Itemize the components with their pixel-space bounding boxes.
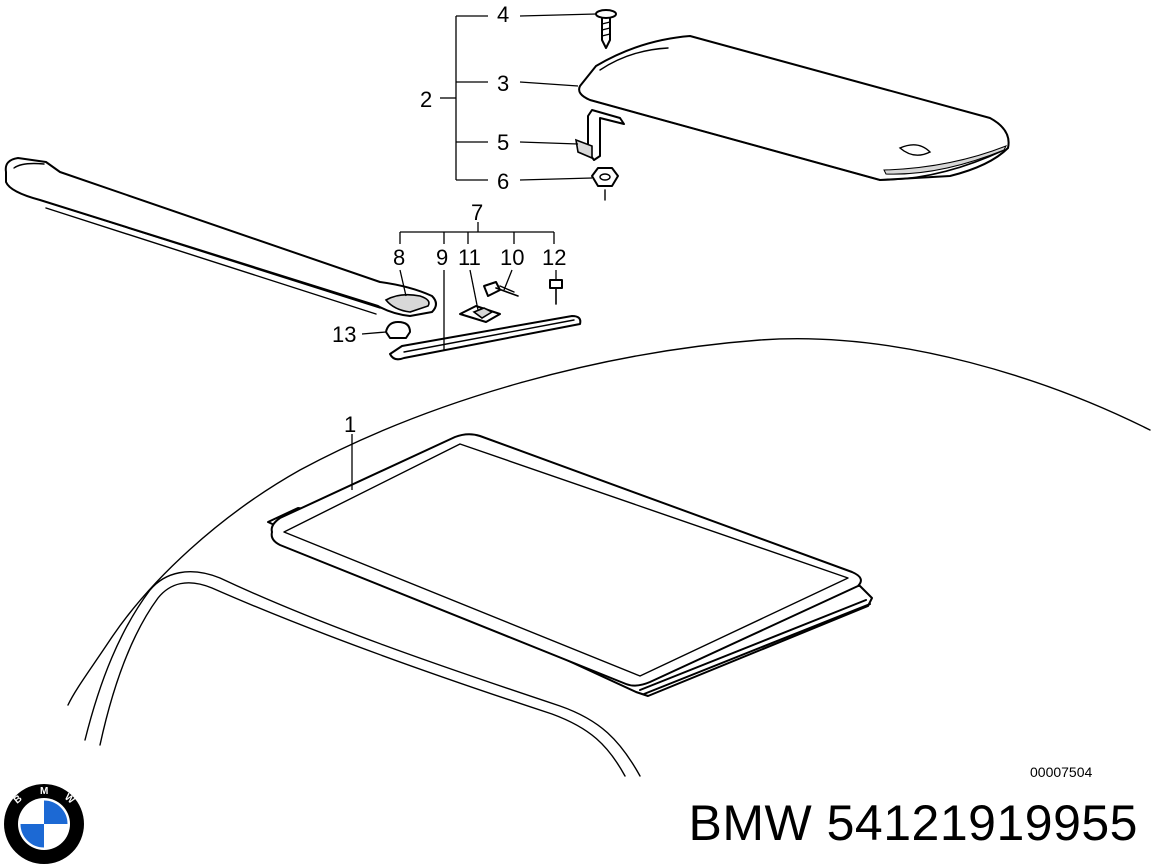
- sunroof-panel: [267, 433, 873, 697]
- car-roof-outline: [67, 338, 1151, 777]
- callout-9: 9: [436, 245, 448, 270]
- nut-part-6: [591, 167, 619, 201]
- callout-10: 10: [500, 245, 524, 270]
- bracket-part-5: [574, 109, 625, 161]
- svg-text:M: M: [40, 786, 48, 797]
- footer-brand: BMW: [688, 795, 813, 851]
- cap-part-13: [385, 321, 411, 339]
- wind-deflector-arm: [4, 157, 437, 317]
- drawing-number: 00007504: [1030, 764, 1093, 780]
- callout-7: 7: [471, 200, 483, 225]
- callout-3: 3: [497, 71, 509, 96]
- footer-part-caption: BMW 54121919955: [689, 794, 1139, 852]
- callout-1: 1: [344, 412, 356, 437]
- headliner-cover: [578, 35, 1010, 181]
- callout-4: 4: [497, 2, 509, 27]
- callout-8: 8: [393, 245, 405, 270]
- rivet-part-12: [549, 279, 563, 305]
- callout-6: 6: [497, 169, 509, 194]
- callout-12: 12: [542, 245, 566, 270]
- callout-5: 5: [497, 130, 509, 155]
- screw-part-4: [595, 9, 617, 49]
- footer-part-number: 54121919955: [826, 795, 1138, 851]
- leader-lines: [351, 13, 597, 490]
- callout-11: 11: [458, 245, 481, 270]
- callout-13: 13: [332, 322, 356, 347]
- callout-labels: 1 2 3 4 5 6 7 8 9 10 11 12 13: [332, 2, 566, 437]
- clip-part-11: [459, 305, 501, 323]
- pin-part-10: [483, 281, 519, 297]
- callout-2: 2: [420, 87, 432, 112]
- rod-part-9: [389, 315, 582, 361]
- bmw-logo-icon: B M W: [4, 784, 84, 864]
